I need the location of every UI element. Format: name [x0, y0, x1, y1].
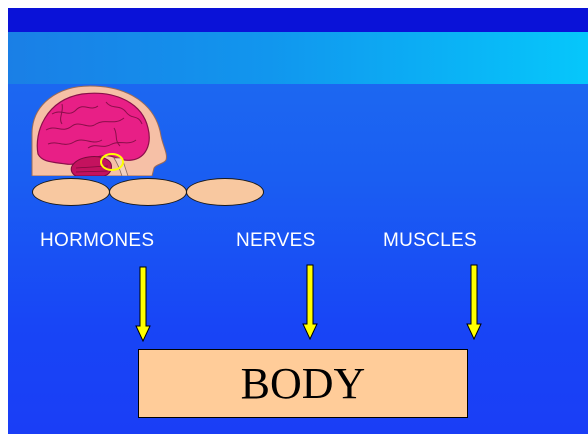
gland-ovals	[32, 178, 272, 208]
label-muscles: MUSCLES	[383, 230, 477, 252]
arrow-down-icon	[301, 264, 319, 340]
brain-illustration	[28, 84, 168, 176]
arrow-down-icon	[465, 264, 483, 340]
oval-nerves	[109, 178, 187, 206]
body-box-label: BODY	[241, 358, 366, 409]
arrow-down-icon	[134, 266, 152, 342]
oval-muscles	[186, 178, 264, 206]
header-band	[8, 32, 588, 84]
body-box: BODY	[138, 349, 468, 418]
label-nerves: NERVES	[236, 230, 316, 252]
slide: HORMONES NERVES MUSCLES BODY	[8, 8, 588, 434]
label-hormones: HORMONES	[40, 230, 154, 252]
title-band	[8, 8, 588, 32]
oval-hormones	[32, 178, 110, 206]
